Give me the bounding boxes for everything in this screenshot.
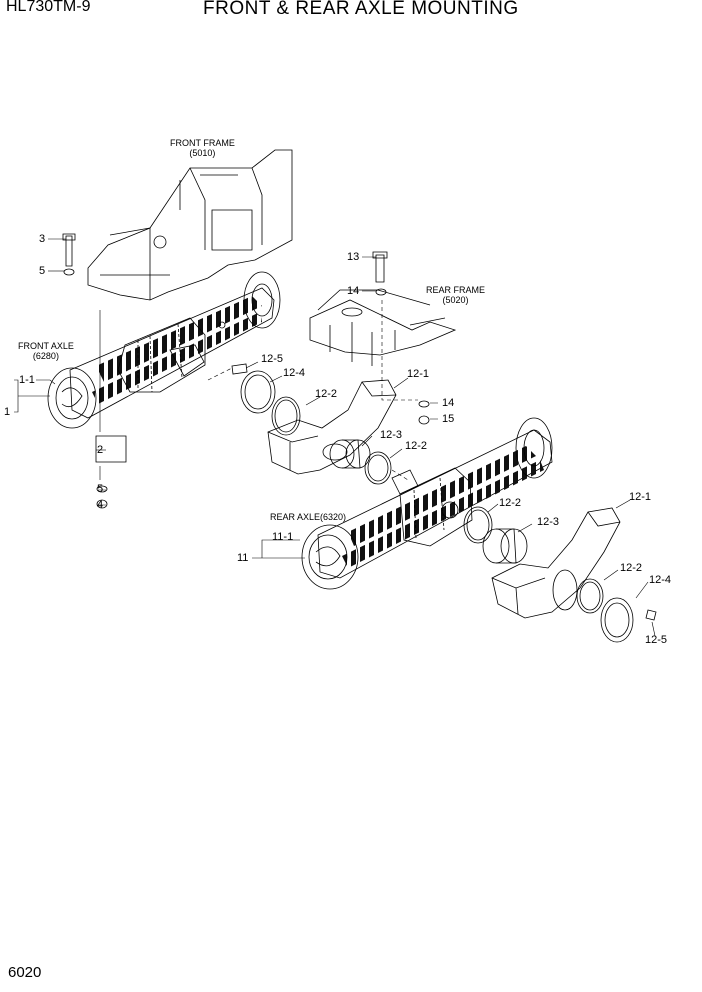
rear-frame-note: REAR FRAME (5020): [426, 285, 485, 305]
front-axle-code: (6280): [32, 351, 59, 361]
ring-parts: [240, 370, 634, 643]
rear-frame-part: [309, 289, 457, 366]
callout-2: 2: [97, 444, 104, 456]
callout-12-5-rear: 12-5: [645, 634, 668, 646]
rear-axle-note: REAR AXLE(6320): [270, 512, 347, 522]
front-axle-part: [47, 271, 281, 429]
callout-12-1-rear: 12-1: [629, 491, 652, 503]
leader-lines: [14, 238, 656, 637]
callout-12-2-a: 12-2: [315, 388, 338, 400]
callout-3: 3: [39, 233, 46, 245]
rear-axle-part: [301, 417, 553, 590]
callout-11: 11: [237, 552, 249, 564]
fastener-parts: [62, 233, 657, 621]
rear-frame-code: (5020): [442, 295, 469, 305]
callout-12-4-front: 12-4: [283, 367, 306, 379]
front-mount-bracket-part: [267, 379, 397, 475]
callout-1: 1: [4, 406, 11, 418]
callout-12-1-front: 12-1: [407, 368, 430, 380]
callout-12-2-c: 12-2: [499, 497, 522, 509]
callout-12-3-front: 12-3: [380, 429, 403, 441]
callout-5-lower: 5: [97, 483, 104, 495]
front-frame-note: FRONT FRAME (5010): [170, 138, 235, 158]
callout-15: 15: [442, 413, 455, 425]
front-frame-name: FRONT FRAME: [170, 138, 235, 148]
callout-12-5-front: 12-5: [261, 353, 284, 365]
callout-13: 13: [347, 251, 360, 263]
callout-4: 4: [97, 499, 104, 511]
callout-5-upper: 5: [39, 265, 46, 277]
front-axle-name: FRONT AXLE: [18, 341, 74, 351]
model-number: HL730TM-9: [6, 0, 91, 15]
callout-12-4-rear: 12-4: [649, 574, 672, 586]
front-frame-code: (5010): [189, 148, 216, 158]
rear-frame-name: REAR FRAME: [426, 285, 486, 295]
page-title: FRONT & REAR AXLE MOUNTING: [203, 0, 519, 19]
callout-14-lower: 14: [442, 397, 455, 409]
callout-12-3-rear: 12-3: [537, 516, 560, 528]
callout-11-1: 11-1: [272, 531, 294, 543]
page-number: 6020: [8, 964, 42, 981]
callout-12-2-b: 12-2: [405, 440, 428, 452]
callout-1-1: 1-1: [19, 374, 35, 386]
callout-14-upper: 14: [347, 285, 360, 297]
front-frame-part: [87, 149, 293, 301]
callout-12-2-d: 12-2: [620, 562, 643, 574]
rear-mount-bracket-part: [491, 507, 621, 619]
front-axle-note: FRONT AXLE (6280): [18, 341, 74, 361]
